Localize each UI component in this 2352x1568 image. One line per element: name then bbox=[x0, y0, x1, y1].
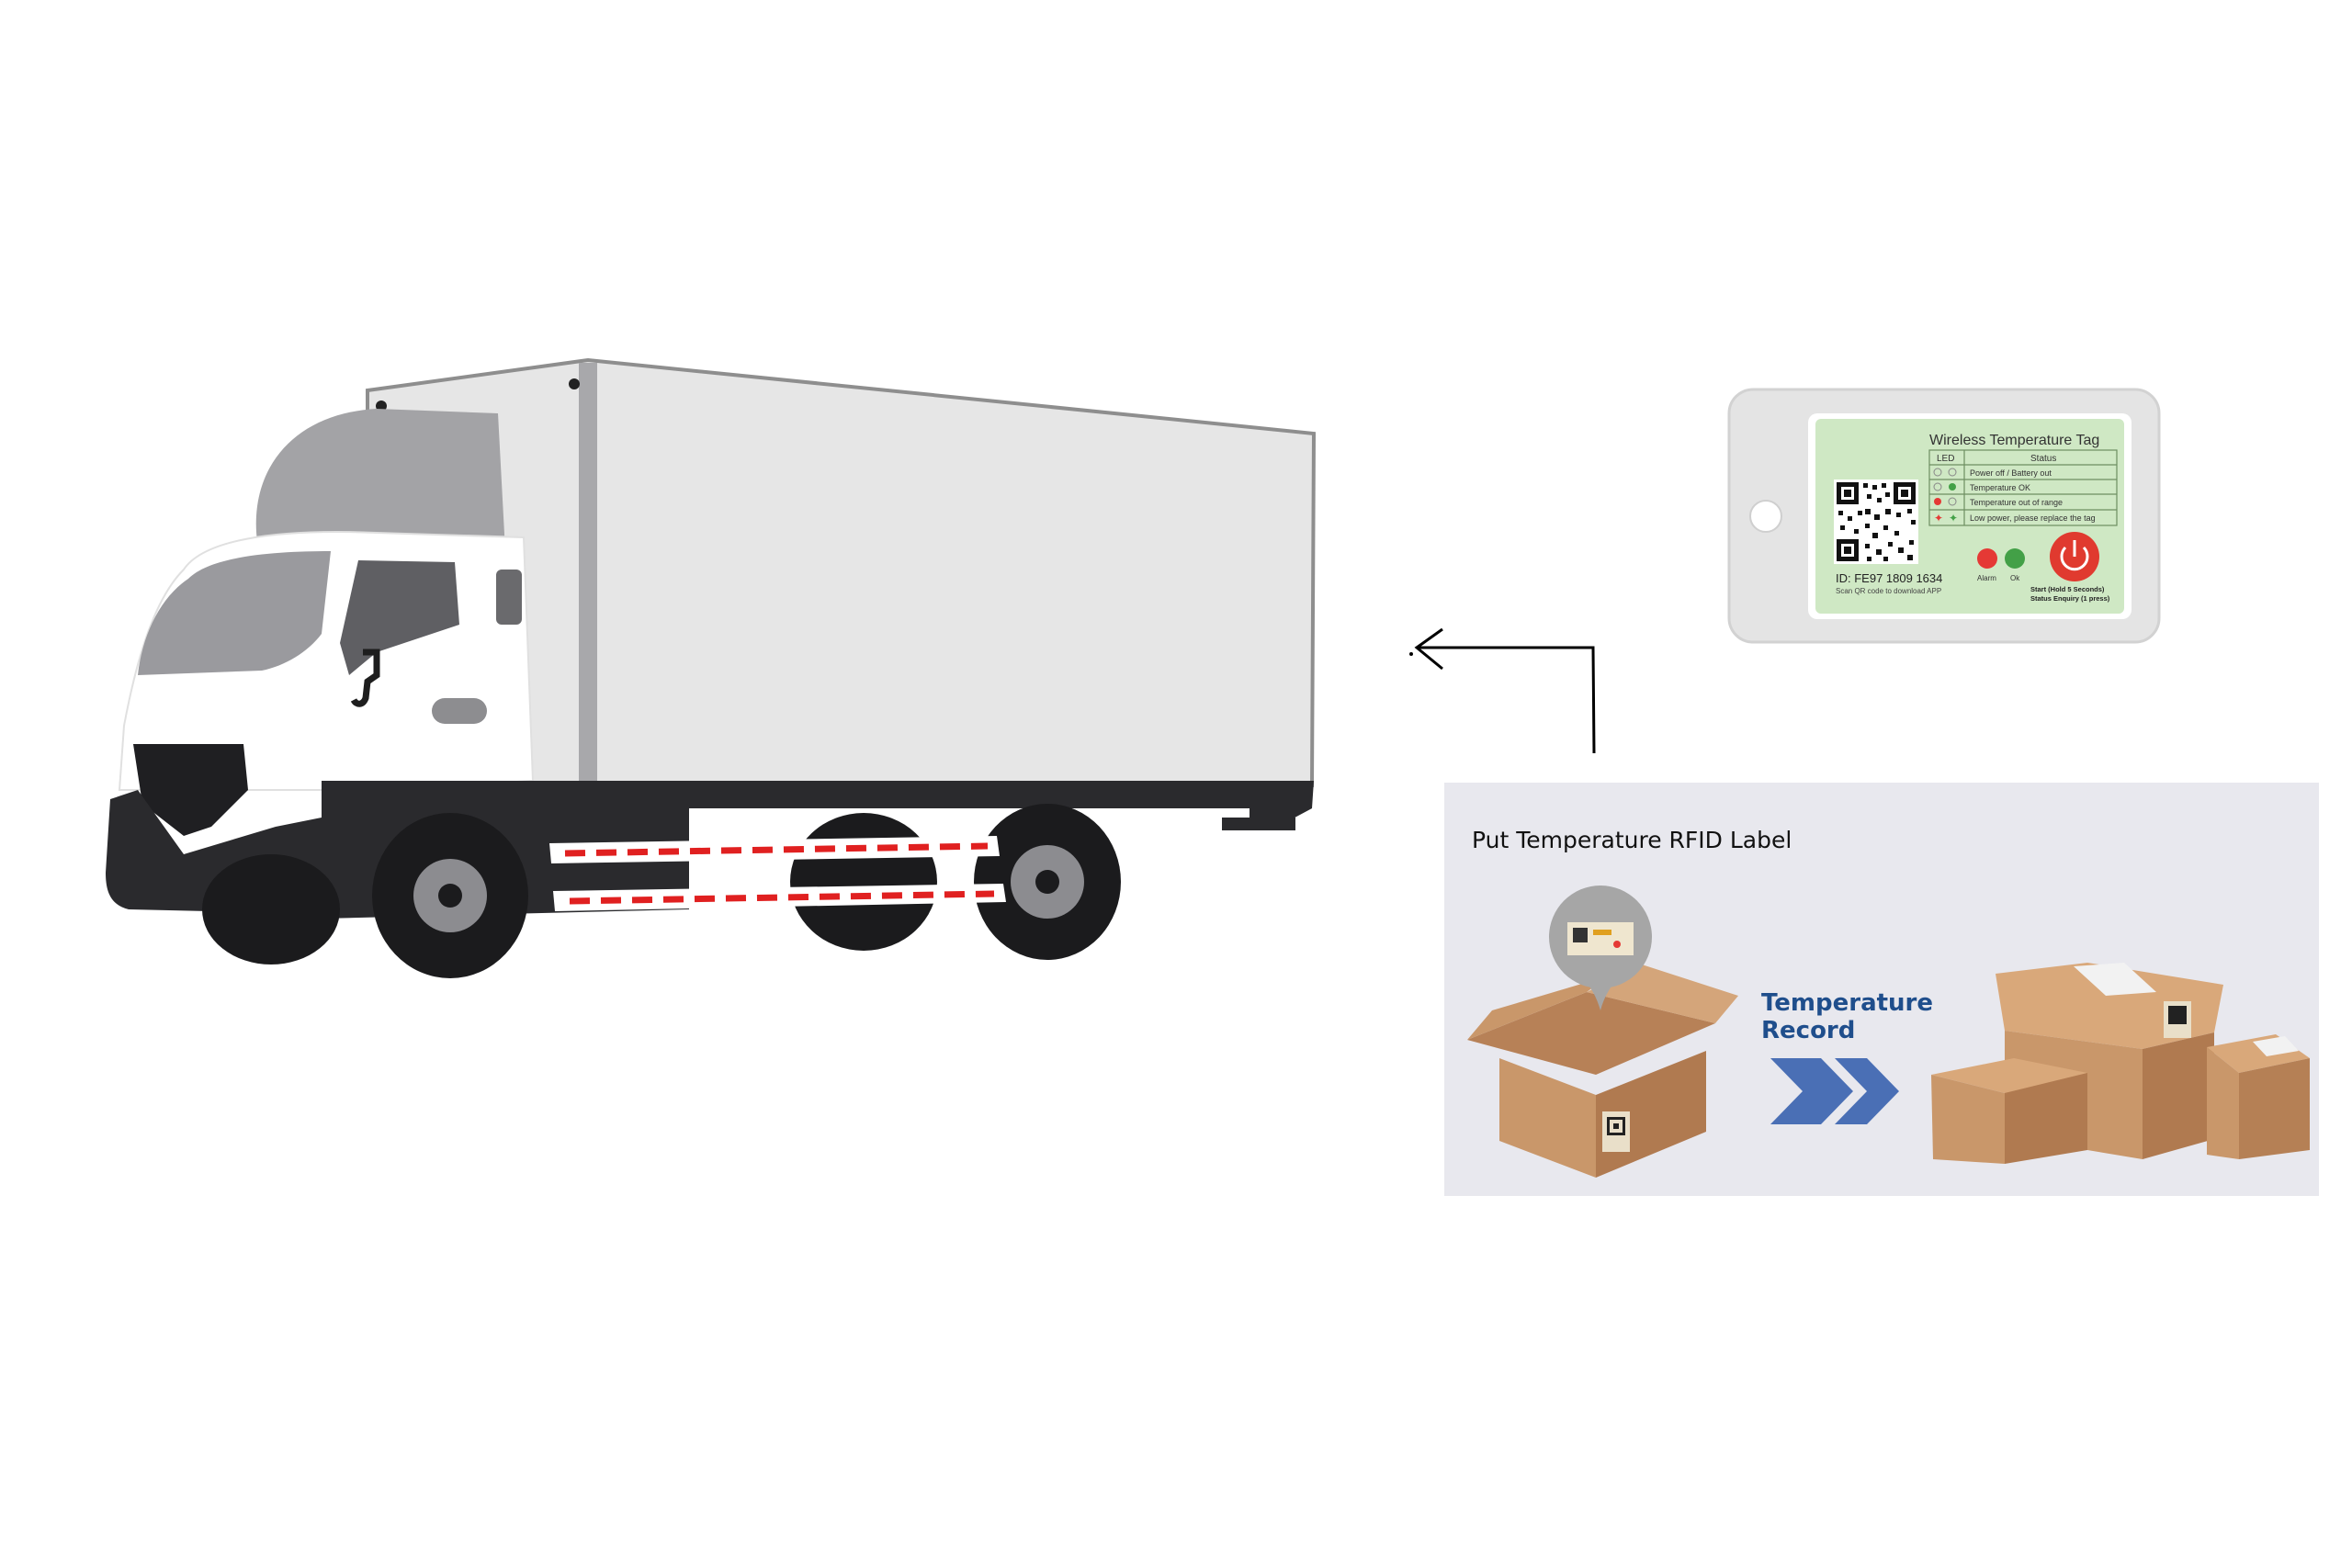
ok-label: Ok bbox=[2010, 574, 2020, 582]
power-icon bbox=[2050, 532, 2099, 581]
tag-id: ID: FE97 1809 1634 bbox=[1836, 571, 1942, 585]
tag-start-text: Start (Hold 5 Seconds) bbox=[2030, 585, 2105, 593]
alarm-led bbox=[1977, 548, 1997, 569]
alarm-label: Alarm bbox=[1977, 574, 1996, 582]
tag-header-led: LED bbox=[1937, 454, 1954, 464]
tag-row: Power off / Battery out bbox=[1970, 468, 2052, 478]
cardboard-box-icon bbox=[1467, 964, 1738, 1178]
qr-code-icon bbox=[1834, 479, 1918, 564]
wireless-temperature-tag: Wireless Temperature Tag LED Status ✦ ✦ P… bbox=[1727, 388, 2168, 647]
chevron-right-icon bbox=[1770, 1058, 1899, 1124]
arrow-left-icon bbox=[1409, 627, 1596, 754]
rfid-label-panel: Temperature Record Put Temperature RFID … bbox=[1444, 783, 2319, 1196]
tag-face bbox=[1815, 419, 2124, 614]
tag-title: Wireless Temperature Tag bbox=[1929, 433, 2099, 448]
tag-row: Low power, please replace the tag bbox=[1970, 513, 2096, 523]
tag-header-status: Status bbox=[2030, 454, 2056, 464]
ok-led bbox=[2005, 548, 2025, 569]
panel-title: Put Temperature RFID Label bbox=[1472, 827, 1792, 853]
tag-scan-text: Scan QR code to download APP bbox=[1836, 587, 1941, 595]
tag-row: Temperature out of range bbox=[1970, 498, 2063, 507]
step-label: Temperature bbox=[1761, 989, 1933, 1017]
svg-text:✦: ✦ bbox=[1949, 512, 1958, 525]
svg-text:✦: ✦ bbox=[1934, 512, 1943, 525]
refrigerated-truck bbox=[101, 358, 1323, 983]
step-label-line2: Record bbox=[1761, 1017, 1855, 1044]
connector-arrow bbox=[1378, 606, 1617, 762]
tag-row: Temperature OK bbox=[1970, 483, 2030, 492]
location-pin-icon bbox=[1549, 886, 1652, 1010]
truck-icon bbox=[106, 358, 1317, 978]
stacked-boxes bbox=[1931, 963, 2310, 1164]
tag-status-text: Status Enquiry (1 press) bbox=[2030, 594, 2110, 603]
